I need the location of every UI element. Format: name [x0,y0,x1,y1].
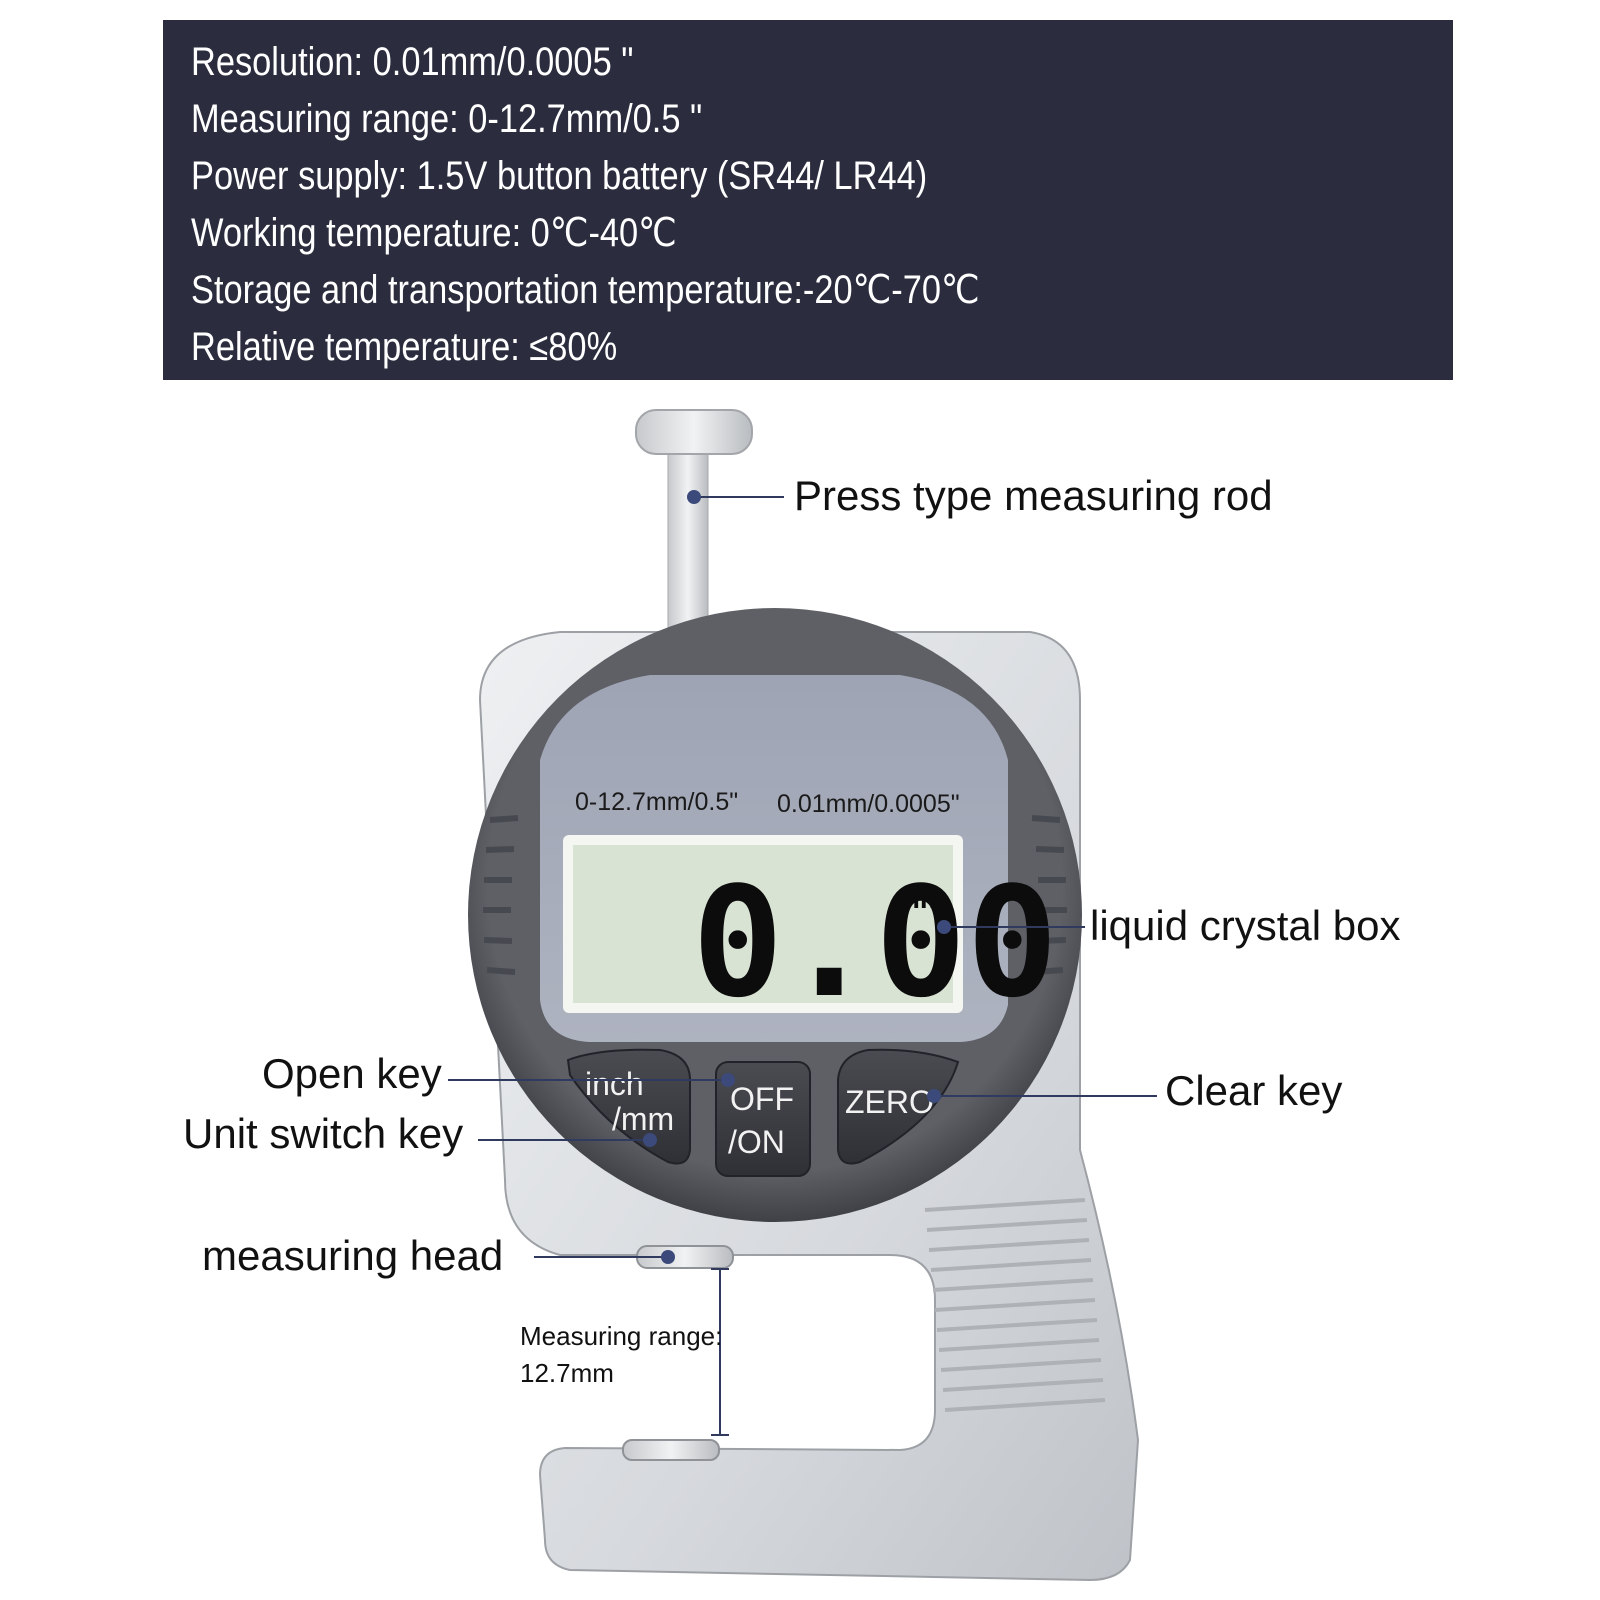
lcd-reading: 0.00 [692,854,1058,1031]
power-key[interactable]: OFF /ON [715,1061,811,1177]
spec-storage-temperature: Storage and transportation temperature:-… [191,268,980,312]
zero-key-label: ZERO [845,1084,934,1120]
spec-resolution: Resolution: 0.01mm/0.0005 " [191,40,634,84]
callout-open-key: Open key [262,1050,442,1097]
spec-power-supply: Power supply: 1.5V button battery (SR44/… [191,154,928,198]
dial-resolution-label: 0.01mm/0.0005" [777,790,960,818]
spec-relative-temperature: Relative temperature: ≤80% [191,325,618,369]
spec-measuring-range: Measuring range: 0-12.7mm/0.5 " [191,97,703,141]
zero-key[interactable]: ZERO [837,1048,960,1165]
unit-key-label-line1: inch [585,1066,644,1102]
power-key-label-line2: /ON [728,1124,785,1160]
unit-key-label-line2: /mm [612,1101,674,1137]
callout-lcd: liquid crystal box [1090,902,1400,949]
callout-clear-key: Clear key [1165,1067,1342,1114]
callout-dots [643,490,951,1264]
measuring-head [622,1245,734,1461]
specifications-panel: Resolution: 0.01mm/0.0005 " Measuring ra… [163,20,1453,380]
callout-leaders [448,496,1157,1436]
callout-range-line1: Measuring range: [520,1321,722,1351]
measuring-rod [635,409,753,631]
callout-range-line2: 12.7mm [520,1358,614,1388]
dial: 0-12.7mm/0.5" 0.01mm/0.0005" 0.00 mm inc… [468,608,1082,1222]
callout-measuring-head: measuring head [202,1232,503,1279]
lcd-screen [573,845,953,1003]
callout-unit-switch-key: Unit switch key [183,1110,463,1157]
grip-ribs [924,1198,1106,1412]
bezel-grip-notches [483,815,1067,975]
unit-switch-key[interactable]: inch /mm [566,1048,691,1165]
spec-working-temperature: Working temperature: 0℃-40℃ [191,211,677,255]
dial-range-label: 0-12.7mm/0.5" [575,788,738,816]
lcd-unit: mm [895,883,945,914]
power-key-label-line1: OFF [730,1081,794,1117]
callout-measuring-rod: Press type measuring rod [794,472,1273,519]
